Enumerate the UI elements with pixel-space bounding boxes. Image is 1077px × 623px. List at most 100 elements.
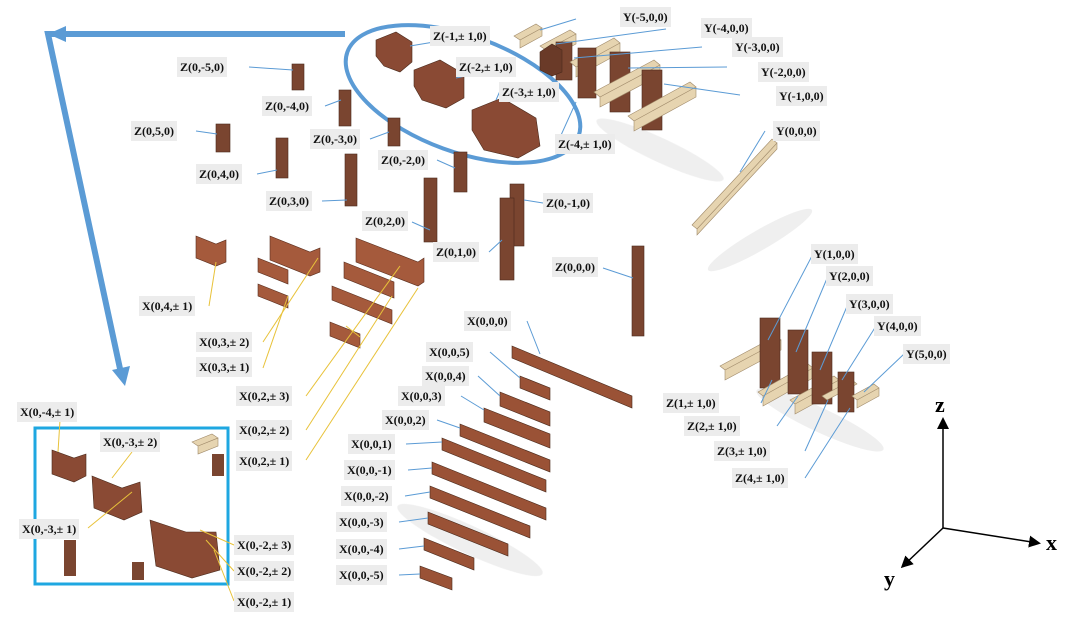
piece-y-m1 <box>627 81 697 132</box>
piece-x-000 <box>511 345 633 409</box>
cluster-z-m3 <box>471 97 541 159</box>
label-x-0m3pm2: X(0,-3,± 2) <box>100 432 161 452</box>
z-column-pieces <box>215 63 645 337</box>
piece-z-04 <box>275 137 289 179</box>
label-y-m5: Y(-5,0,0) <box>620 7 671 27</box>
x-stack-pieces <box>419 345 633 591</box>
label-x-00m5: X(0,0,-5) <box>336 565 387 585</box>
label-z-m3pm: Z(-3,± 1,0) <box>499 82 559 102</box>
piece-z-03 <box>344 153 358 207</box>
piece-z-0m5 <box>291 63 305 91</box>
label-x-00m2: X(0,0,-2) <box>341 486 392 506</box>
piece-x-005 <box>519 375 551 401</box>
label-z-2pm: Z(2,± 1,0) <box>684 416 740 436</box>
label-x-02pm2: X(0,2,± 2) <box>236 420 293 440</box>
label-x-04pm1: X(0,4,± 1) <box>139 296 196 316</box>
label-z-1pm: Z(1,± 1,0) <box>663 393 719 413</box>
y-pieces-positive <box>719 317 880 415</box>
label-z-3pm: Z(3,± 1,0) <box>714 441 770 461</box>
piece-z-0m3 <box>387 117 401 147</box>
label-x-004: X(0,0,4) <box>422 366 469 386</box>
label-x-002: X(0,0,2) <box>382 410 429 430</box>
label-z-0m2: Z(0,-2,0) <box>378 150 428 170</box>
label-x-003: X(0,0,3) <box>398 386 445 406</box>
axis-label-z: z <box>935 392 945 417</box>
label-x-000: X(0,0,0) <box>464 311 511 331</box>
zoom-pieces <box>51 433 224 580</box>
zoom-box <box>33 426 230 586</box>
label-y-0: Y(0,0,0) <box>773 121 820 141</box>
piece-x-00m1 <box>431 461 547 521</box>
label-x-0m2pm1: X(0,-2,± 1) <box>234 592 295 612</box>
label-x-03pm2: X(0,3,± 2) <box>196 332 253 352</box>
leader-lines-yellow <box>57 257 419 602</box>
highlight-arrow <box>44 26 345 386</box>
label-y-4: Y(4,0,0) <box>874 316 921 336</box>
piece-x-002 <box>459 423 551 473</box>
label-x-0m3pm1: X(0,-3,± 1) <box>19 519 80 539</box>
piece-x-00m2 <box>429 485 531 539</box>
label-z-m4pm: Z(-4,± 1,0) <box>555 134 615 154</box>
piece-z-0m2b <box>423 177 438 243</box>
label-y-3: Y(3,0,0) <box>846 294 893 314</box>
cluster-z-m1 <box>375 31 413 73</box>
label-x-03pm1: X(0,3,± 1) <box>196 357 253 377</box>
piece-z-05 <box>215 123 231 153</box>
piece-x-004 <box>499 391 551 427</box>
coordinate-axes <box>900 417 1041 569</box>
piece-x-02pm1 <box>329 321 361 349</box>
label-x-00m3: X(0,0,-3) <box>336 512 387 532</box>
label-z-4pm: Z(4,± 1,0) <box>732 468 788 488</box>
label-z-0m4: Z(0,-4,0) <box>262 96 312 116</box>
label-z-01: Z(0,1,0) <box>433 242 479 262</box>
label-x-0m2pm2: X(0,-2,± 2) <box>234 561 295 581</box>
y-axis-line <box>900 527 944 569</box>
label-x-02pm3: X(0,2,± 3) <box>236 386 293 406</box>
label-z-0m3: Z(0,-3,0) <box>310 129 360 149</box>
label-y-m2: Y(-2,0,0) <box>758 62 809 82</box>
label-y-1: Y(1,0,0) <box>811 244 858 264</box>
cluster-z-m2 <box>413 59 465 109</box>
label-y-2: Y(2,0,0) <box>826 266 873 286</box>
piece-x-02pm2 <box>331 261 395 325</box>
label-y-m1: Y(-1,0,0) <box>776 86 827 106</box>
z-pm-clusters <box>375 31 563 159</box>
x-pm-pieces <box>195 235 425 349</box>
piece-y-m5 <box>513 23 543 49</box>
label-z-00: Z(0,0,0) <box>552 257 598 277</box>
label-z-0m5: Z(0,-5,0) <box>177 57 227 77</box>
label-y-m3: Y(-3,0,0) <box>732 37 783 57</box>
piece-x-03pm2 <box>269 235 321 277</box>
label-z-03: Z(0,3,0) <box>266 191 312 211</box>
label-x-001: X(0,0,1) <box>348 434 395 454</box>
label-z-02: Z(0,2,0) <box>362 211 408 231</box>
piece-x-03pm1 <box>257 257 289 309</box>
piece-x-04pm1 <box>195 235 227 267</box>
label-x-02pm1: X(0,2,± 1) <box>236 451 293 471</box>
piece-x-003 <box>483 407 551 449</box>
label-y-5: Y(5,0,0) <box>903 344 950 364</box>
label-x-00m4: X(0,0,-4) <box>336 539 387 559</box>
axis-label-x: x <box>1046 530 1057 555</box>
piece-z-00 <box>631 245 645 337</box>
piece-x-00m3 <box>427 511 509 557</box>
label-z-0m1: Z(0,-1,0) <box>543 193 593 213</box>
label-x-005: X(0,0,5) <box>426 342 473 362</box>
piece-x-02pm3 <box>355 237 425 287</box>
piece-x-001 <box>441 437 547 493</box>
label-z-m2pm: Z(-2,± 1,0) <box>456 57 516 77</box>
label-y-m4: Y(-4,0,0) <box>701 18 752 38</box>
label-z-04: Z(0,4,0) <box>196 164 242 184</box>
label-x-0m2pm3: X(0,-2,± 3) <box>234 535 295 555</box>
piece-y-0 <box>691 138 778 236</box>
piece-z-0m2 <box>453 151 468 193</box>
label-x-00m1: X(0,0,-1) <box>344 460 395 480</box>
label-z-m1pm: Z(-1,± 1,0) <box>430 26 490 46</box>
label-x-0m4pm1: X(0,-4,± 1) <box>17 402 78 422</box>
piece-z-0m4 <box>338 89 352 127</box>
label-z-05: Z(0,5,0) <box>131 121 177 141</box>
x-axis-line <box>942 527 1041 548</box>
piece-x-00m5 <box>419 565 453 591</box>
axis-label-y: y <box>884 566 895 591</box>
